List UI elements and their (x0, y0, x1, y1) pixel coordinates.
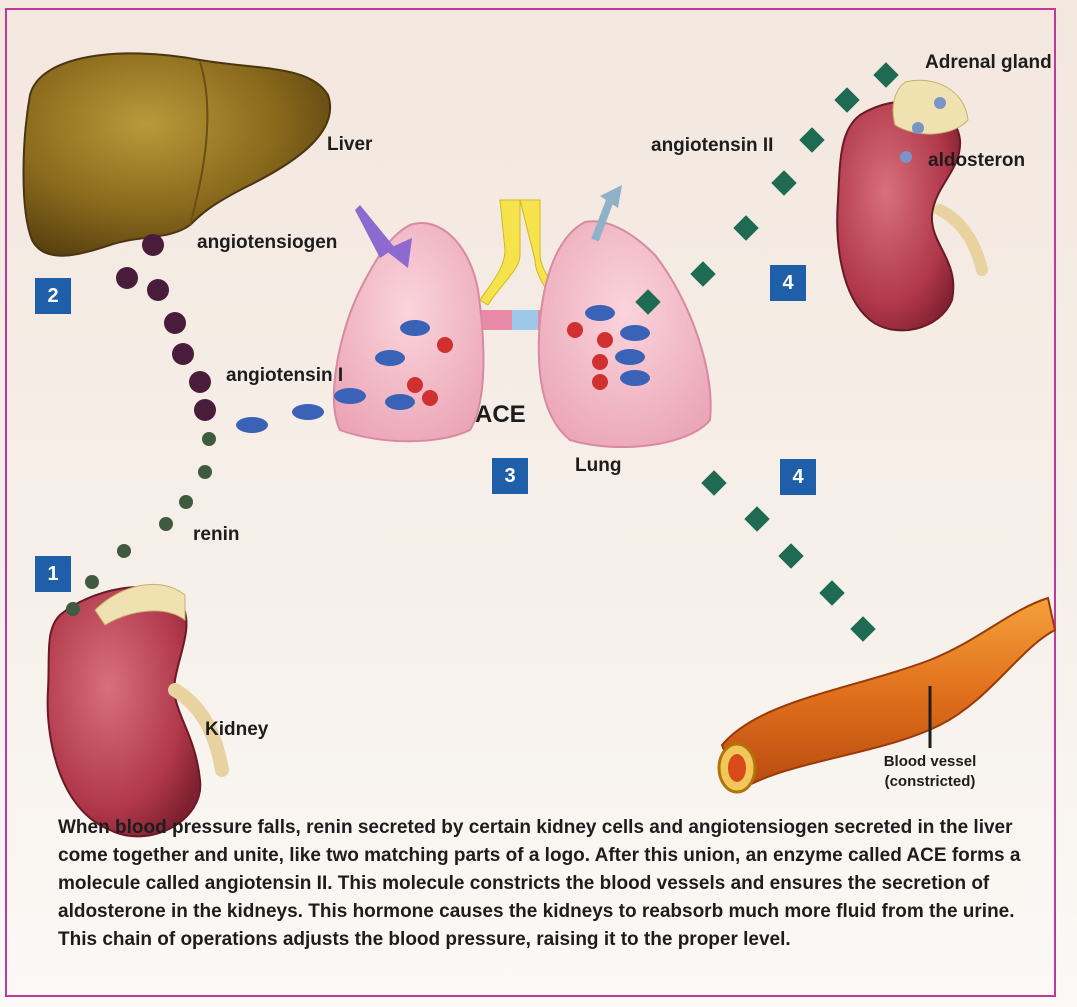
liver-illustration (24, 53, 331, 255)
kidney-illustration (48, 584, 222, 836)
label-blood-vessel-line2: (constricted) (855, 772, 1005, 792)
angiotensiogen-dot (164, 312, 186, 334)
angiotensin-ii-diamond (850, 616, 875, 641)
label-lung: Lung (575, 455, 621, 477)
label-angiotensin-ii: angiotensin II (651, 135, 773, 157)
renin-dot (85, 575, 99, 589)
label-angiotensin-i: angiotensin I (226, 365, 343, 387)
step-badge-2: 2 (35, 278, 71, 314)
step-badge-1: 1 (35, 556, 71, 592)
label-blood-vessel-line1: Blood vessel (855, 752, 1005, 772)
angiotensiogen-dot (194, 399, 216, 421)
angiotensin-ii-diamond (771, 170, 796, 195)
renin-dot (117, 544, 131, 558)
angiotensiogen-dot (142, 234, 164, 256)
label-ace: ACE (475, 401, 526, 429)
angiotensiogen-dot (189, 371, 211, 393)
angiotensin-i-oval (292, 404, 324, 420)
angiotensin-ii-diamond (873, 62, 898, 87)
angiotensiogen-molecule-chain (116, 234, 216, 421)
angiotensin-ii-diamond (778, 543, 803, 568)
step-badge-4-bottom: 4 (780, 459, 816, 495)
angiotensiogen-dot (172, 343, 194, 365)
angiotensiogen-dot (116, 267, 138, 289)
renin-dot (202, 432, 216, 446)
renin-dot (179, 495, 193, 509)
angiotensin-ii-diamond (834, 87, 859, 112)
angiotensiogen-dot (147, 279, 169, 301)
angiotensin-ii-diamond (701, 470, 726, 495)
angiotensin-i-oval (334, 388, 366, 404)
label-renin: renin (193, 524, 239, 546)
angiotensin-ii-diamond (744, 506, 769, 531)
angiotensin-i-oval (236, 417, 268, 433)
adrenal-kidney-illustration (837, 80, 982, 330)
renin-dot (159, 517, 173, 531)
angiotensin-ii-diamond (690, 261, 715, 286)
label-adrenal-gland: Adrenal gland (925, 52, 1052, 74)
angiotensin-ii-diamond (733, 215, 758, 240)
step-badge-4-top: 4 (770, 265, 806, 301)
label-aldosteron: aldosteron (928, 150, 1025, 172)
angiotensin-ii-diamond (819, 580, 844, 605)
caption-text: When blood pressure falls, renin secrete… (58, 814, 1048, 954)
step-badge-3: 3 (492, 458, 528, 494)
renin-dot (66, 602, 80, 616)
label-blood-vessel: Blood vessel (constricted) (855, 752, 1005, 792)
label-kidney: Kidney (205, 719, 268, 741)
angiotensin-ii-diamond (799, 127, 824, 152)
label-liver: Liver (327, 134, 372, 156)
label-angiotensiogen: angiotensiogen (197, 232, 337, 254)
renin-dot (198, 465, 212, 479)
